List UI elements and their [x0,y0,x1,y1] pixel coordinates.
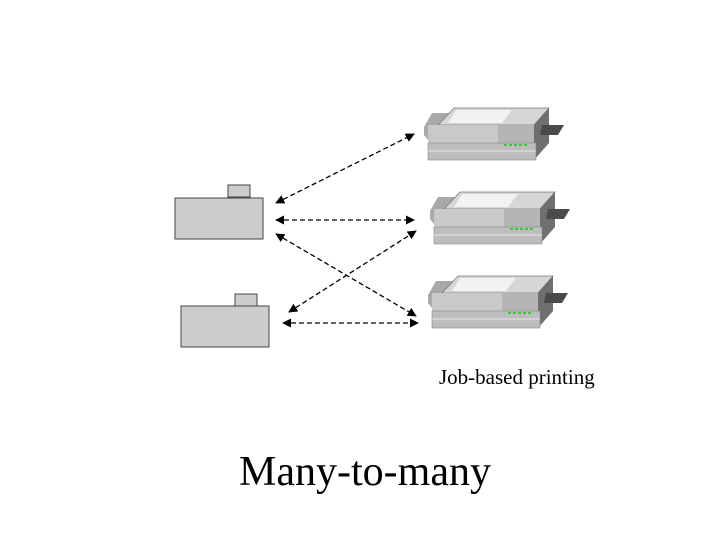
printer-icon [424,107,564,161]
client-computer-icon [174,184,264,240]
arrow-client1-printer1 [275,133,415,204]
printer-icon [430,191,570,245]
printer-icon [428,275,568,329]
slide-title: Many-to-many [239,449,491,495]
connection-arrows [275,133,419,328]
diagram-caption: Job-based printing [439,365,595,389]
client-computer-icon [180,293,270,348]
arrow-client2-printer2 [288,230,417,313]
